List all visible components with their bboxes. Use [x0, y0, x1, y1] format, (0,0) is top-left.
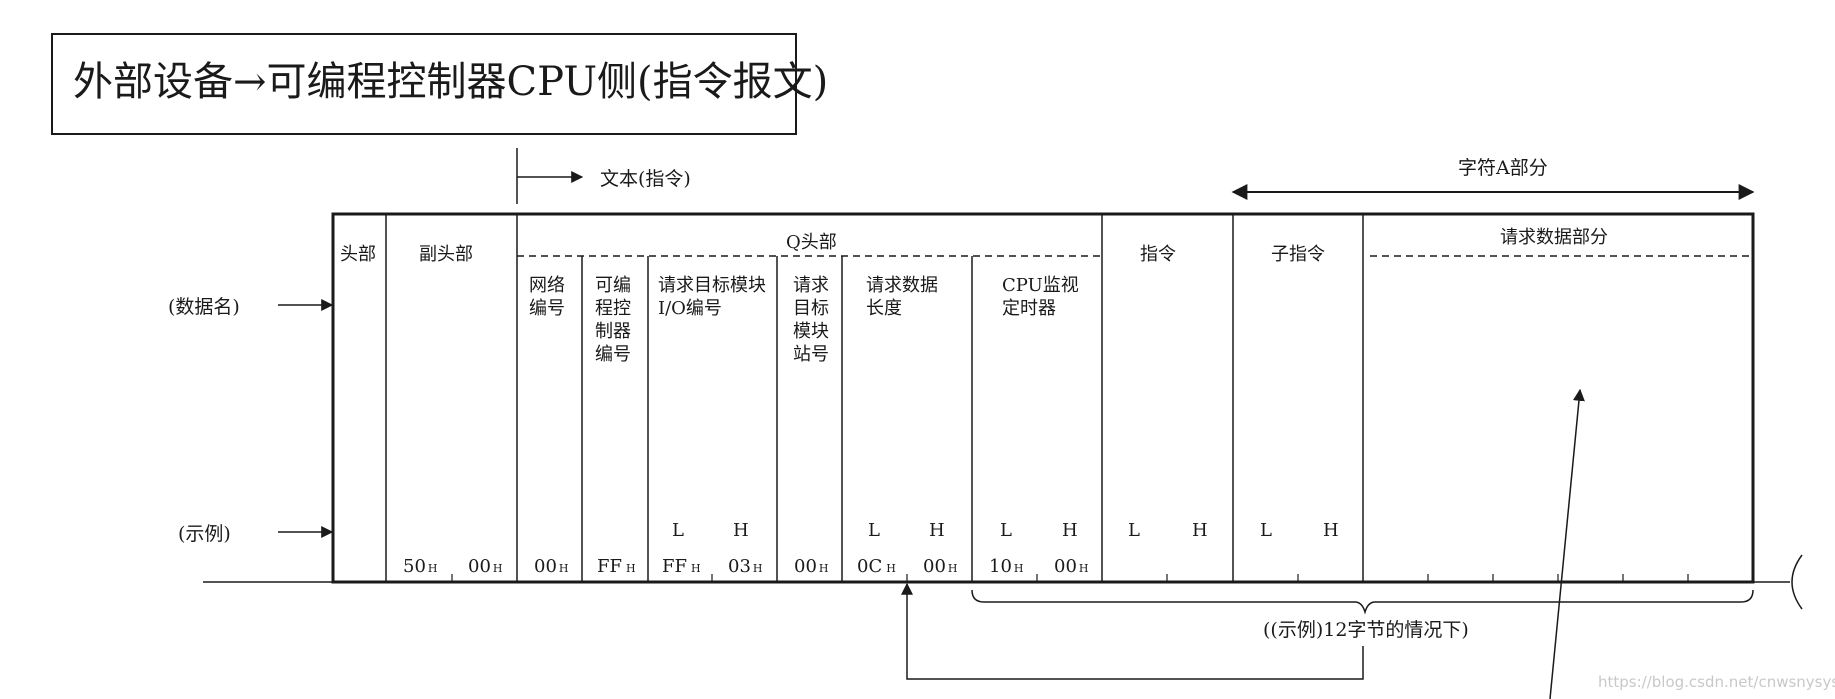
col-subhead: 副头部 — [419, 244, 473, 265]
col-length-line1: 请求数据 — [866, 275, 938, 296]
col-station-line1: 请求 — [793, 275, 829, 296]
text-arrow-label: 文本(指令) — [600, 168, 691, 190]
col-io-line2: I/O编号 — [658, 298, 722, 319]
brace-label: ((示例)12字节的情况下) — [1263, 619, 1469, 641]
col-head: 头部 — [340, 244, 376, 265]
request-data-pointer — [1549, 388, 1585, 699]
subcommand-l: L — [1260, 520, 1272, 541]
data-name-row-label: (数据名) — [168, 296, 240, 318]
command-l: L — [1128, 520, 1140, 541]
col-q-head: Q头部 — [786, 232, 837, 253]
col-station-line2: 目标 — [793, 298, 829, 319]
frame-table — [331, 212, 1755, 584]
col-plc-line2: 程控 — [595, 298, 631, 319]
length-reference-arrow — [901, 582, 1364, 680]
col-station-line4: 站号 — [793, 344, 829, 365]
col-timer-line2: 定时器 — [1002, 298, 1056, 319]
length-h: H — [929, 520, 945, 541]
char-a-label: 字符A部分 — [1458, 157, 1548, 179]
page-title: 外部设备→可编程控制器CPU侧(指令报文) — [73, 59, 828, 105]
col-station-line3: 模块 — [793, 321, 829, 342]
byte-ticks — [451, 574, 1689, 582]
col-io-line1: 请求目标模块 — [658, 275, 766, 296]
col-plc-line1: 可编 — [595, 275, 631, 296]
timer-h: H — [1062, 520, 1078, 541]
subcommand-h: H — [1323, 520, 1339, 541]
col-length-line2: 长度 — [866, 298, 902, 319]
col-subcommand: 子指令 — [1271, 244, 1325, 265]
col-plc-line4: 编号 — [595, 344, 631, 365]
col-network-line1: 网络 — [529, 275, 565, 296]
lh-markers: L H L H L H L H L H — [672, 520, 1339, 541]
column-dividers — [385, 214, 1364, 582]
col-command: 指令 — [1140, 244, 1176, 265]
title-box — [51, 33, 797, 135]
timer-l: L — [1000, 520, 1012, 541]
example-bytes-brace — [971, 589, 1754, 615]
continuation-curve — [1791, 554, 1803, 610]
io-h: H — [733, 520, 749, 541]
command-h: H — [1192, 520, 1208, 541]
io-l: L — [672, 520, 684, 541]
col-request-data: 请求数据部分 — [1500, 227, 1608, 248]
example-row-label: (示例) — [178, 523, 231, 545]
length-l: L — [868, 520, 880, 541]
col-timer-line1: CPU监视 — [1002, 275, 1079, 296]
col-network-line2: 编号 — [529, 298, 565, 319]
col-plc-line3: 制器 — [595, 321, 631, 342]
watermark: https://blog.csdn.net/cnwsnysys — [1598, 673, 1835, 691]
